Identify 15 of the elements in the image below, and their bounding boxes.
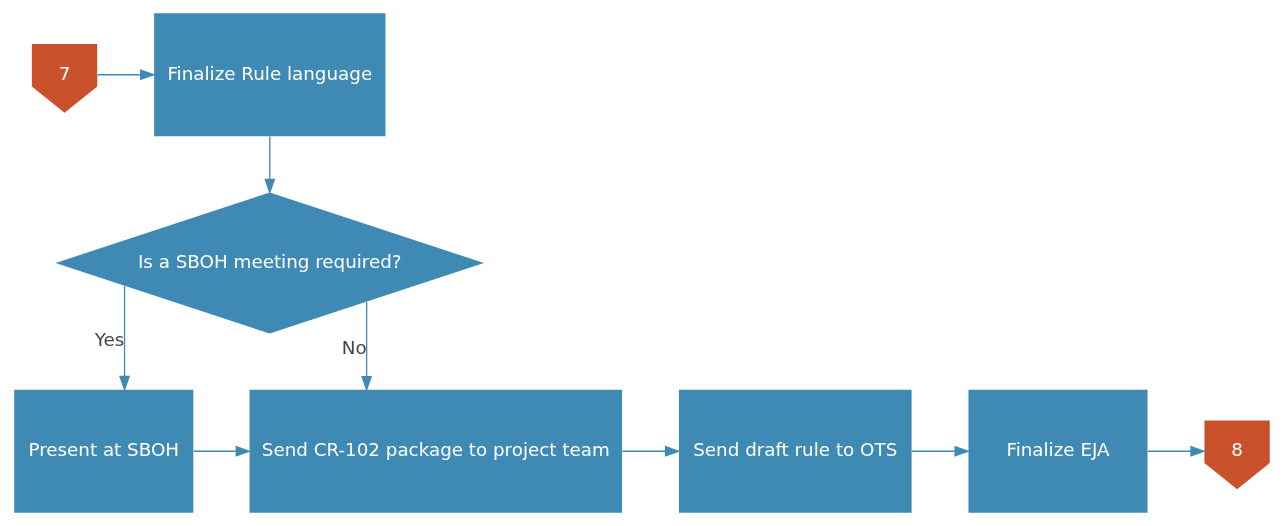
edge-label: No (341, 336, 367, 358)
arrow (192, 445, 251, 457)
node-box: Send CR-102 package to project team (249, 389, 622, 513)
arrow (263, 135, 275, 195)
arrow (1146, 445, 1206, 457)
arrow (118, 285, 130, 392)
node-box: Send draft rule to OTS (678, 389, 912, 513)
arrow (910, 445, 970, 457)
node-diamond: Is a SBOH meeting required? (55, 192, 484, 334)
node-box: Finalize Rule language (153, 13, 385, 137)
arrow (360, 301, 372, 392)
node-box: Finalize EJA (967, 389, 1148, 513)
arrow (96, 69, 156, 81)
node-box: Present at SBOH (13, 389, 193, 513)
arrow (621, 445, 681, 457)
